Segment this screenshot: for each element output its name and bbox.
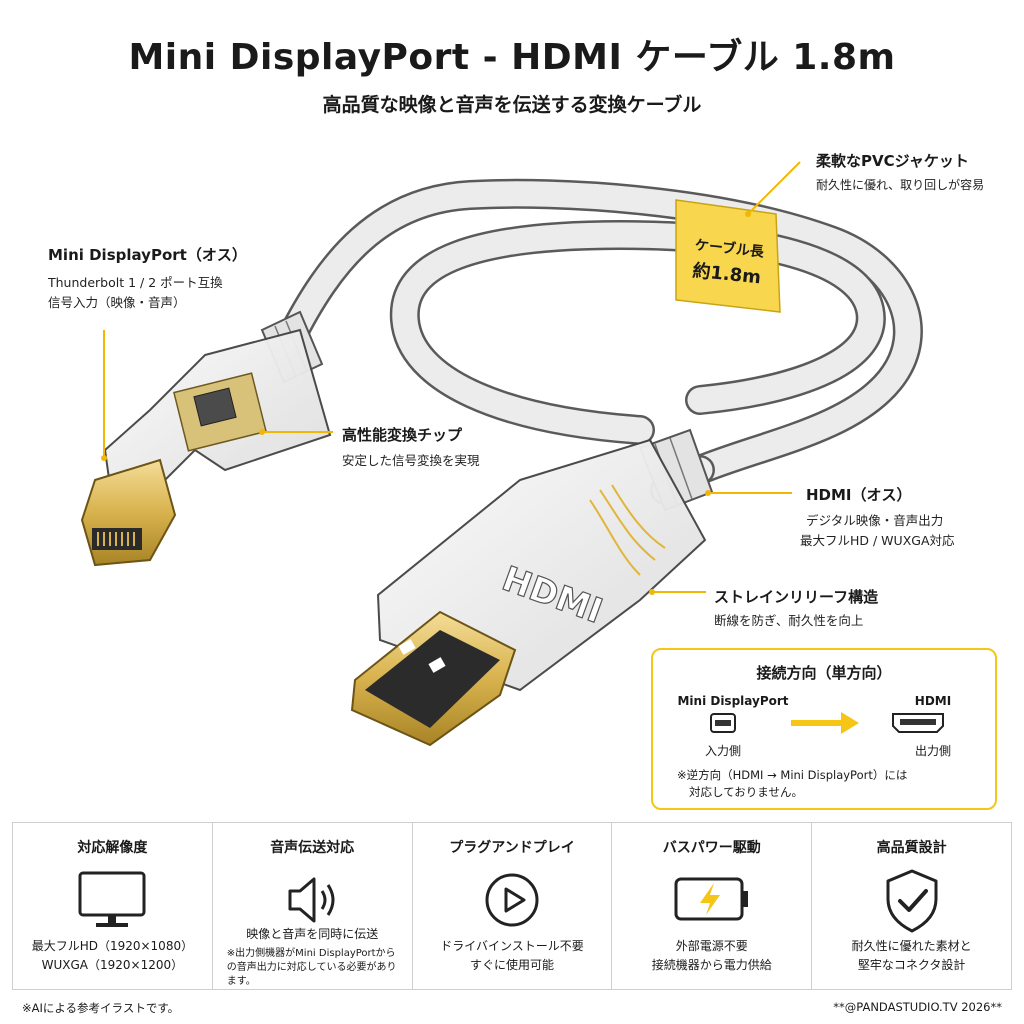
leader-lines	[103, 161, 801, 593]
feature-title: 音声伝送対応	[270, 840, 355, 856]
connection-input-name: Mini DisplayPort	[677, 694, 789, 708]
callout-hdmi-line2: 最大フルHD / WUXGA対応	[800, 533, 955, 548]
footer-credit: **@PANDASTUDIO.TV 2026**	[833, 1000, 1002, 1014]
callout-jacket-title: 柔軟なPVCジャケット	[816, 152, 969, 170]
connection-note-line1: ※逆方向（HDMI → Mini DisplayPort）には	[677, 768, 908, 782]
feature-plug-and-play: プラグアンドプレイ ドライバインストール不要 すぐに使用可能	[413, 823, 613, 989]
callout-jacket-line1: 耐久性に優れ、取り回しが容易	[816, 178, 985, 192]
callout-mdp-title: Mini DisplayPort（オス）	[48, 246, 247, 264]
connection-input-label: 入力側	[704, 744, 741, 758]
callout-strain-line1: 断線を防ぎ、耐久性を向上	[714, 613, 864, 628]
feature-quality: 高品質設計 耐久性に優れた素材と 堅牢なコネクタ設計	[812, 823, 1011, 989]
feature-bus-power: バスパワー駆動 外部電源不要 接続機器から電力供給	[612, 823, 813, 989]
connection-title: 接続方向（単方向）	[756, 664, 892, 682]
callout-mini-displayport: Mini DisplayPort（オス） Thunderbolt 1 / 2 ポ…	[48, 244, 247, 313]
battery-bolt-icon	[674, 877, 748, 921]
feature-desc-line1: 映像と音声を同時に伝送	[246, 927, 379, 941]
connection-output-name: HDMI	[914, 694, 952, 708]
feature-desc-line1: ドライバインストール不要	[440, 939, 584, 953]
feature-desc: 最大フルHD（1920×1080） WUXGA（1920×1200）	[13, 937, 212, 975]
hdmi-connector	[350, 428, 714, 747]
connection-direction-box: 接続方向（単方向） Mini DisplayPort HDMI 入力側 出力側 …	[651, 648, 997, 810]
feature-resolution: 対応解像度 最大フルHD（1920×1080） WUXGA（1920×1200）	[13, 823, 213, 989]
callout-hdmi-line1: デジタル映像・音声出力	[806, 513, 944, 528]
feature-title: バスパワー駆動	[662, 840, 761, 856]
speaker-icon	[288, 877, 335, 923]
footer-disclaimer: ※AIによる参考イラストです。	[22, 1001, 180, 1015]
connection-note: ※逆方向（HDMI → Mini DisplayPort）には 対応しておりませ…	[677, 767, 977, 801]
monitor-icon	[78, 871, 146, 927]
callout-hdmi-title: HDMI（オス）	[806, 486, 912, 504]
arrow-right-icon	[791, 712, 859, 734]
feature-title: プラグアンドプレイ	[449, 840, 575, 856]
feature-desc-line1: 最大フルHD（1920×1080）	[31, 939, 194, 953]
connection-diagram	[710, 712, 944, 734]
callout-mdp-line2: 信号入力（映像・音声）	[48, 295, 186, 310]
feature-title: 対応解像度	[77, 840, 148, 856]
feature-desc-line1: 耐久性に優れた素材と	[851, 939, 972, 953]
cable-length-tag	[675, 199, 781, 313]
cable-tag-label: ケーブル長 約1.8m	[674, 231, 783, 294]
callout-chip-line1: 安定した信号変換を実現	[342, 453, 480, 468]
feature-audio: 音声伝送対応 映像と音声を同時に伝送 ※出力側機器がMini DisplayPo…	[213, 823, 413, 989]
feature-note: ※出力側機器がMini DisplayPortからの音声出力に対応している必要が…	[226, 948, 397, 987]
page-title: Mini DisplayPort - HDMI ケーブル 1.8m	[128, 37, 896, 78]
feature-desc-line1: 外部電源不要	[675, 939, 748, 953]
feature-grid: 対応解像度 最大フルHD（1920×1080） WUXGA（1920×1200）…	[12, 822, 1012, 990]
callout-mdp-line1: Thunderbolt 1 / 2 ポート互換	[48, 275, 223, 290]
callout-strain-title: ストレインリリーフ構造	[714, 588, 879, 606]
mini-displayport-port-icon	[710, 713, 736, 733]
page-subtitle: 高品質な映像と音声を伝送する変換ケーブル	[322, 94, 702, 116]
feature-desc-line2: WUXGA（1920×1200）	[41, 958, 184, 972]
callout-jacket: 柔軟なPVCジャケット 耐久性に優れ、取り回しが容易	[816, 150, 984, 195]
feature-desc: 外部電源不要 接続機器から電力供給	[612, 937, 811, 975]
feature-desc: 映像と音声を同時に伝送	[213, 925, 412, 944]
play-icon	[485, 873, 539, 927]
callout-strain-relief: ストレインリリーフ構造 断線を防ぎ、耐久性を向上	[714, 586, 878, 631]
feature-desc-line2: 接続機器から電力供給	[651, 958, 772, 972]
connection-note-line2: 対応しておりません。	[689, 785, 803, 799]
feature-desc-line2: すぐに使用可能	[469, 958, 554, 972]
feature-desc: ドライバインストール不要 すぐに使用可能	[413, 937, 612, 975]
hdmi-port-icon	[892, 713, 944, 733]
shield-check-icon	[886, 869, 938, 933]
feature-title: 高品質設計	[876, 840, 947, 856]
callout-chip: 高性能変換チップ 安定した信号変換を実現	[342, 424, 480, 471]
connection-output-label: 出力側	[914, 744, 951, 758]
feature-desc-line2: 堅牢なコネクタ設計	[857, 958, 966, 972]
mini-displayport-connector	[80, 310, 332, 567]
callout-chip-title: 高性能変換チップ	[342, 426, 463, 444]
callout-hdmi: HDMI（オス） デジタル映像・音声出力 最大フルHD / WUXGA対応	[800, 484, 955, 551]
feature-desc: 耐久性に優れた素材と 堅牢なコネクタ設計	[812, 937, 1011, 975]
